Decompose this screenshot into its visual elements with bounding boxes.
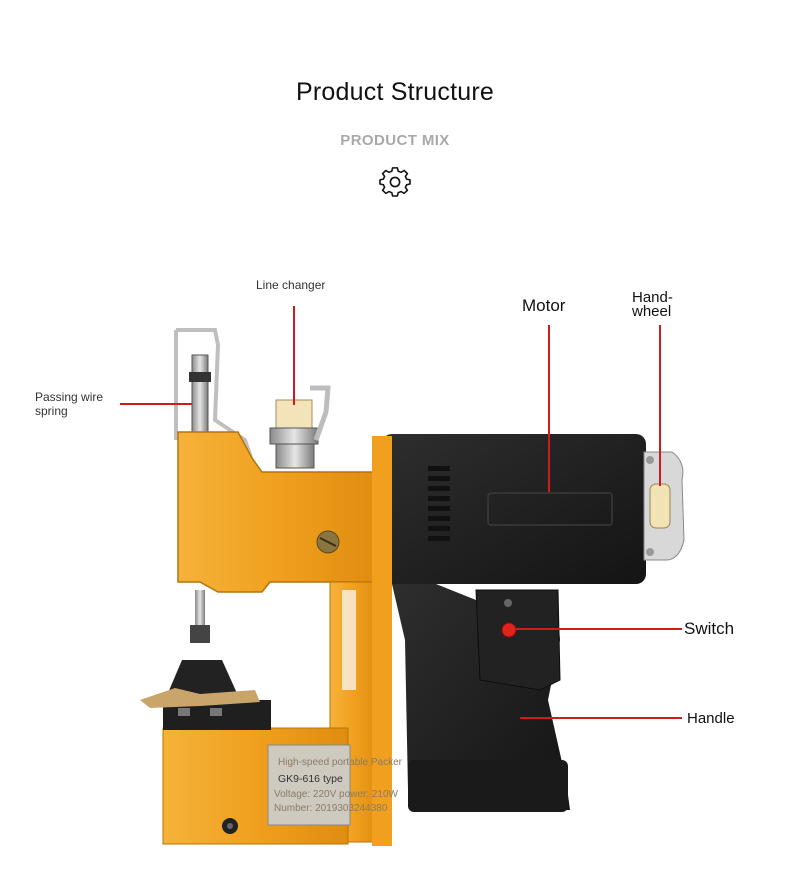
nameplate-line2: GK9-616 type <box>278 773 343 785</box>
needle-bar <box>191 354 209 436</box>
label-motor: Motor <box>522 296 566 315</box>
nameplate-line4: Number: 2019303244380 <box>274 803 388 814</box>
label-passing-wire-line2: spring <box>35 404 68 418</box>
label-handle: Handle <box>687 710 735 727</box>
nameplate-line3: Voltage: 220V power: 210W <box>274 789 398 800</box>
label-switch: Switch <box>684 619 735 638</box>
nameplate <box>267 744 351 826</box>
label-passing-wire-line1: Passing wire <box>35 390 104 404</box>
label-handwheel-line2: wheel <box>632 303 672 320</box>
gear-icon <box>379 167 411 197</box>
switch-button <box>501 622 517 638</box>
label-handwheel: Hand- wheel <box>632 289 673 320</box>
nameplate-line1: High-speed portable Packer <box>278 757 402 768</box>
motor-vents <box>428 466 450 541</box>
label-passing-wire: Passing wire spring <box>35 390 103 418</box>
wire-guide <box>176 328 257 471</box>
label-line-changer: Line changer <box>256 278 326 292</box>
label-handwheel-line1: Hand- <box>632 289 673 306</box>
page-subtitle: PRODUCT MIX <box>340 132 450 149</box>
motor-housing <box>382 434 646 584</box>
presser-foot <box>165 660 240 700</box>
page-title: Product Structure <box>296 78 494 106</box>
